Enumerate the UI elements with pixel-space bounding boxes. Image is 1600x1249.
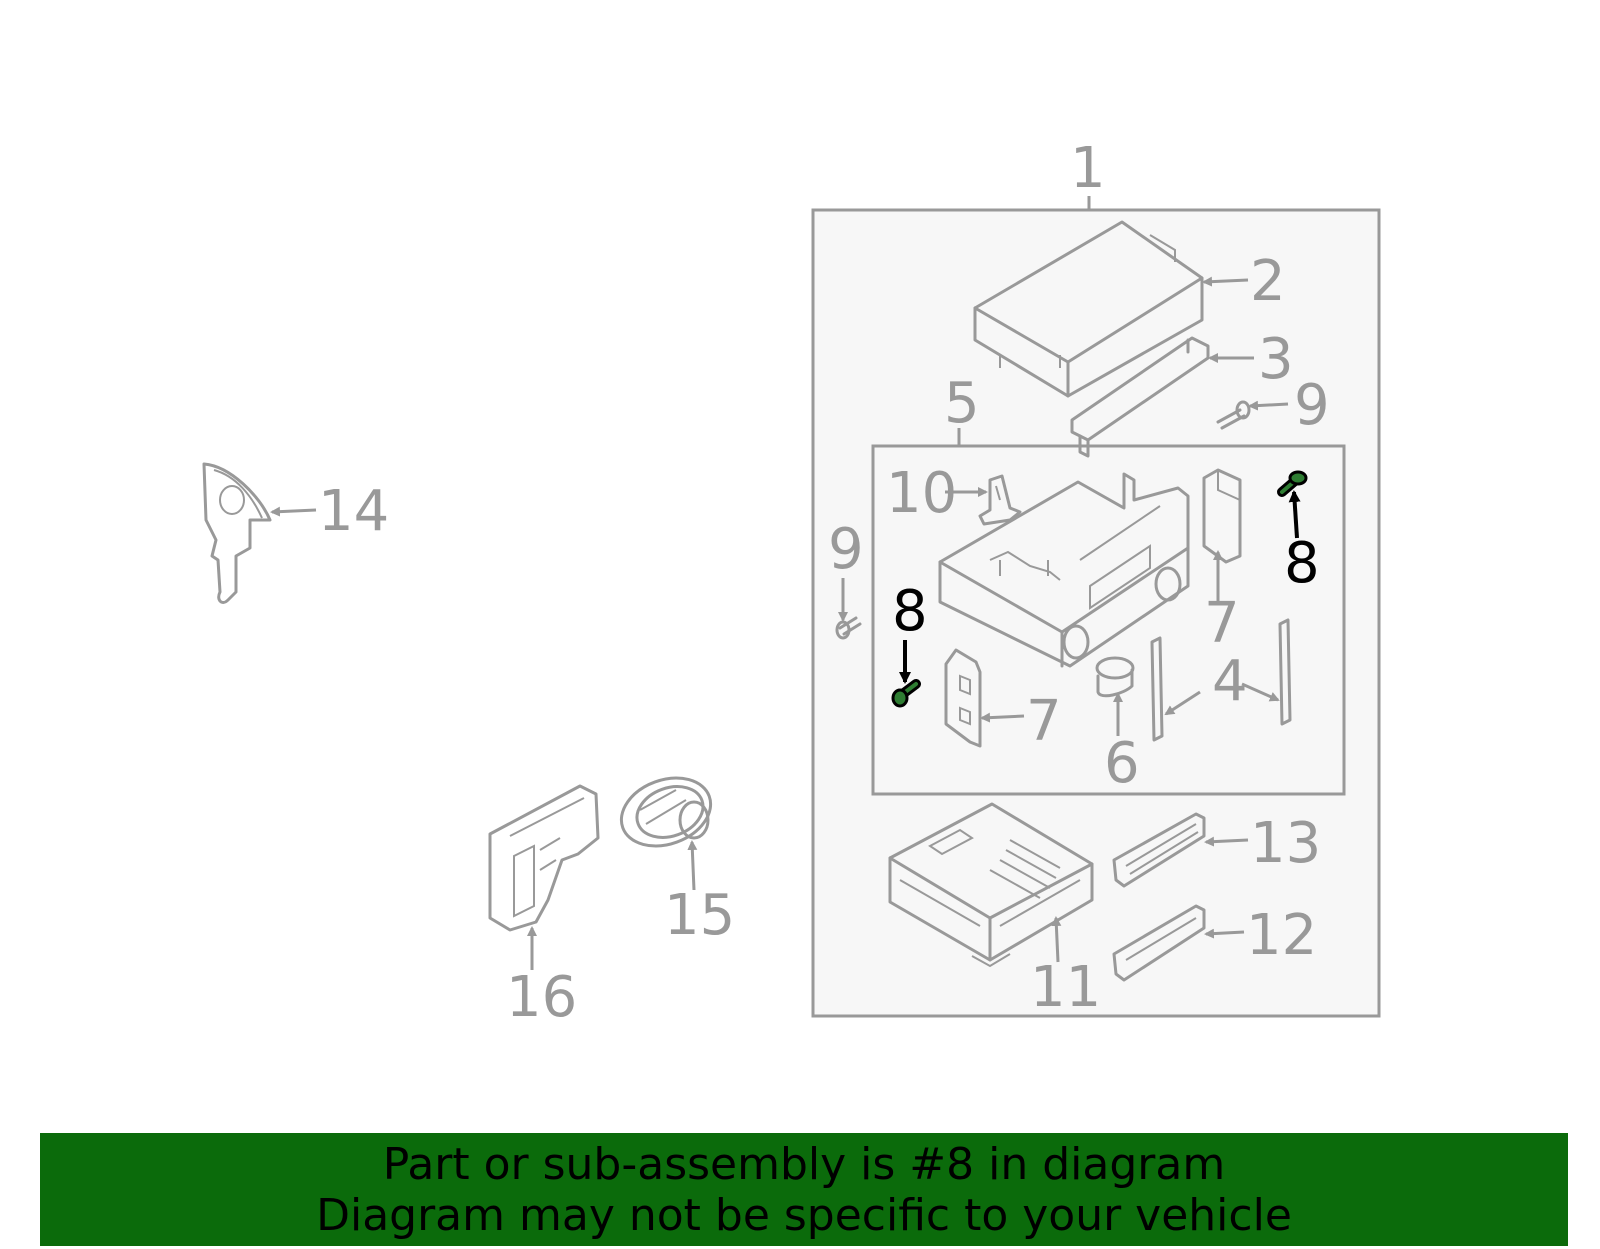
part-7-panel-right xyxy=(1202,468,1242,564)
part-2-cover xyxy=(973,220,1204,398)
part-12-panel xyxy=(1112,904,1206,982)
part-4-strips xyxy=(1150,618,1292,742)
callout-2: 2 xyxy=(1250,249,1286,314)
callout-4: 4 xyxy=(1212,649,1248,714)
callout-3: 3 xyxy=(1258,327,1294,392)
callout-13: 13 xyxy=(1250,811,1321,876)
callout-1: 1 xyxy=(1070,136,1106,201)
info-banner: Part or sub-assembly is #8 in diagram Di… xyxy=(40,1133,1568,1246)
part-7-panel-left xyxy=(944,648,982,748)
callout-12: 12 xyxy=(1246,903,1317,968)
part-9-screw-left xyxy=(835,616,862,640)
callout-7-right: 7 xyxy=(1204,591,1240,656)
banner-line-1: Part or sub-assembly is #8 in diagram xyxy=(382,1139,1226,1190)
banner-line-2: Diagram may not be specific to your vehi… xyxy=(316,1190,1292,1241)
callout-11: 11 xyxy=(1030,955,1101,1020)
callout-9-left: 9 xyxy=(828,517,864,582)
part-5-chassis xyxy=(938,472,1190,668)
callout-8-left: 8 xyxy=(892,579,928,644)
callout-5: 5 xyxy=(944,371,980,436)
callout-6: 6 xyxy=(1104,731,1140,796)
part-15-speaker xyxy=(619,776,713,848)
callout-9-top: 9 xyxy=(1294,373,1330,438)
callout-7-left: 7 xyxy=(1026,689,1062,754)
callout-14: 14 xyxy=(318,479,389,544)
part-8-screw-right xyxy=(1277,470,1308,497)
subassembly-box-5 xyxy=(871,444,1346,796)
part-13-panel xyxy=(1112,812,1206,888)
part-14-tweeter xyxy=(202,462,272,604)
callout-15: 15 xyxy=(664,883,735,948)
part-8-screw-left xyxy=(891,679,921,708)
part-6-knob xyxy=(1095,656,1135,698)
callout-8-right: 8 xyxy=(1284,531,1320,596)
part-16-bracket xyxy=(488,784,600,932)
part-11-unit xyxy=(888,802,1094,968)
callout-10: 10 xyxy=(886,461,957,526)
callout-16: 16 xyxy=(506,965,577,1030)
